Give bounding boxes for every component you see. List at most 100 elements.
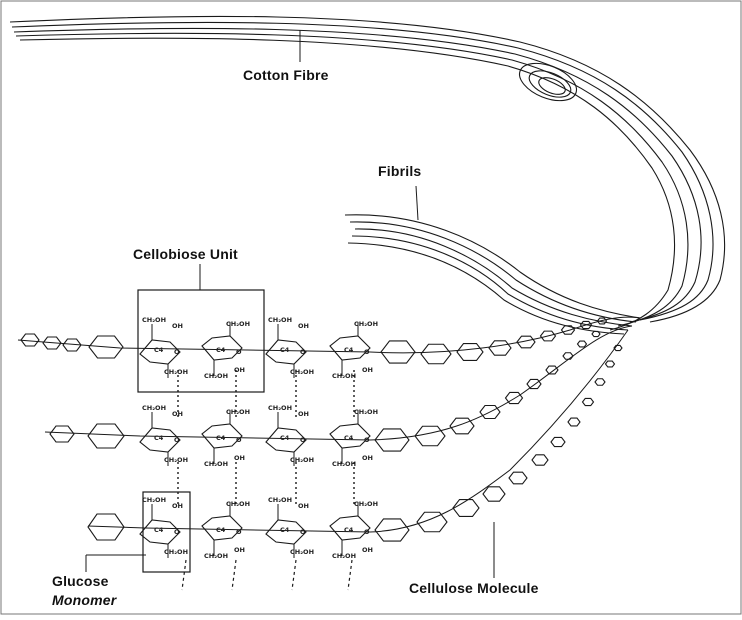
- glucose-ring-trail: [509, 472, 527, 484]
- ring-annotation: CH₂OH: [142, 316, 166, 324]
- glucose-ring-trail: [592, 331, 600, 336]
- ring-annotation: OH: [298, 410, 309, 418]
- glucose-ring-trail: [450, 418, 474, 434]
- ring-annotation: CH₂OH: [290, 548, 314, 556]
- ring-annotation: O: [236, 436, 242, 444]
- ring-annotation: OH: [298, 322, 309, 330]
- cotton-fibre-label: Cotton Fibre: [243, 67, 329, 83]
- glucose-ring-trail: [457, 344, 483, 361]
- ring-annotation: O: [236, 348, 242, 356]
- ring-annotation: CH₂OH: [204, 372, 228, 380]
- cotton-fibre-strands: [10, 16, 725, 330]
- ring-annotation: CH₂OH: [164, 368, 188, 376]
- glucose-ring-trail: [563, 353, 573, 360]
- ring-annotation: C4: [280, 526, 290, 534]
- hydrogen-bond-stub: [182, 560, 186, 590]
- ring-annotation: CH₂OH: [164, 548, 188, 556]
- ring-annotation: CH₂OH: [332, 460, 356, 468]
- ring-annotation: OH: [362, 546, 373, 554]
- glucose-monomer-label-line2: Monomer: [52, 592, 116, 608]
- glucose-ring-trail: [381, 341, 415, 363]
- glucose-ring-trail: [527, 379, 541, 388]
- glucose-ring-trail: [568, 418, 580, 426]
- ring-annotation: O: [174, 528, 180, 536]
- ring-annotation: C4: [154, 346, 164, 354]
- glucose-ring-trail: [551, 437, 565, 446]
- glucose-ring-trail: [606, 361, 615, 367]
- ring-annotation: CH₂OH: [204, 460, 228, 468]
- glucose-ring-trail: [562, 326, 575, 334]
- ring-annotation: C4: [280, 434, 290, 442]
- glucose-ring-trail: [421, 344, 451, 364]
- hydrogen-bond-stub: [232, 560, 236, 590]
- ring-annotation: O: [364, 436, 370, 444]
- ring-annotation: O: [174, 348, 180, 356]
- ring-annotation: C4: [154, 526, 164, 534]
- fibril-bundle: [345, 215, 640, 334]
- ring-annotation: OH: [362, 366, 373, 374]
- ring-annotation: O: [174, 436, 180, 444]
- ring-annotation: CH₂OH: [268, 496, 292, 504]
- cellobiose-unit-label: Cellobiose Unit: [133, 246, 238, 262]
- ring-annotation: CH₂OH: [268, 404, 292, 412]
- cellulose-chains: [18, 317, 640, 532]
- glucose-monomer-label-line1: Glucose: [52, 573, 109, 589]
- glucose-ring-trail: [578, 341, 587, 347]
- ring-annotation: O: [236, 528, 242, 536]
- cellulose-chain-backbone: [18, 317, 640, 353]
- ring-annotation: C4: [216, 526, 226, 534]
- ring-annotation: C4: [344, 434, 354, 442]
- ring-annotation: CH₂OH: [226, 320, 250, 328]
- ring-annotation: CH₂OH: [354, 408, 378, 416]
- glucose-ring-trail: [506, 392, 523, 403]
- ring-annotation: CH₂OH: [290, 456, 314, 464]
- glucose-ring: [50, 426, 74, 442]
- ring-annotation: CH₂OH: [142, 496, 166, 504]
- ring-annotation: CH₂OH: [354, 320, 378, 328]
- ring-annotation: OH: [234, 454, 245, 462]
- ring-annotation: CH₂OH: [332, 372, 356, 380]
- ring-annotation: O: [300, 348, 306, 356]
- hydrogen-bond-stub: [348, 560, 352, 590]
- ring-annotation: C4: [280, 346, 290, 354]
- ring-annotation: CH₂OH: [332, 552, 356, 560]
- glucose-ring-trail: [453, 500, 479, 517]
- ring-annotation: OH: [172, 322, 183, 330]
- ring-annotation: OH: [362, 454, 373, 462]
- ring-annotation: CH₂OH: [226, 500, 250, 508]
- ring-annotation: O: [300, 436, 306, 444]
- ring-annotation: C4: [344, 346, 354, 354]
- ring-annotation: OH: [298, 502, 309, 510]
- ring-annotation: OH: [234, 546, 245, 554]
- glucose-ring-trail: [532, 455, 548, 465]
- glucose-ring-trail: [417, 512, 447, 532]
- ring-annotation: C4: [216, 346, 226, 354]
- glucose-ring-trail: [546, 366, 558, 374]
- cellulose-molecule-label: Cellulose Molecule: [409, 580, 539, 596]
- ring-annotation: CH₂OH: [268, 316, 292, 324]
- ring-annotation: O: [364, 528, 370, 536]
- ring-annotation: CH₂OH: [290, 368, 314, 376]
- glucose-ring: [88, 424, 124, 448]
- hydrogen-bond-stub: [292, 560, 296, 590]
- ring-annotation: C4: [344, 526, 354, 534]
- ring-annotation: CH₂OH: [226, 408, 250, 416]
- ring-annotation: O: [300, 528, 306, 536]
- glucose-ring-trail: [583, 398, 594, 405]
- ring-annotation: CH₂OH: [204, 552, 228, 560]
- glucose-ring-trail: [595, 379, 605, 386]
- ring-annotation: CH₂OH: [142, 404, 166, 412]
- ring-annotation: C4: [154, 434, 164, 442]
- fibrils-label: Fibrils: [378, 163, 421, 179]
- ring-annotation: C4: [216, 434, 226, 442]
- ring-annotation: O: [364, 348, 370, 356]
- ring-annotation: CH₂OH: [354, 500, 378, 508]
- ring-annotation: CH₂OH: [164, 456, 188, 464]
- glucose-ring-trail: [415, 426, 445, 446]
- glucose-ring-trail: [483, 487, 505, 501]
- glucose-ring-trail: [489, 341, 511, 355]
